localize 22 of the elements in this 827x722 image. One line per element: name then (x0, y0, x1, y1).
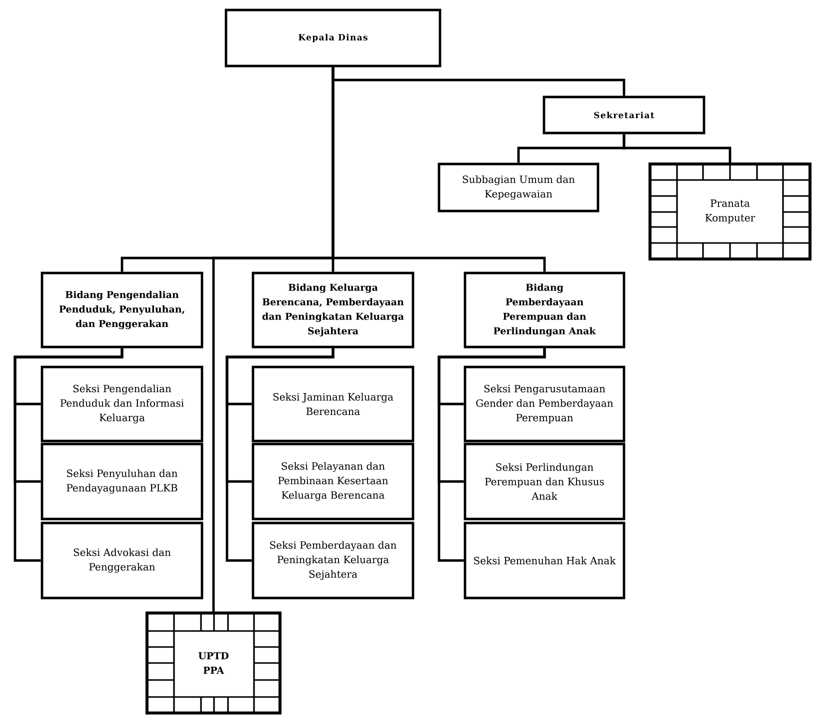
connector-line (226, 348, 334, 562)
unit-box: Subbagian Umum dan Kepegawaian (438, 162, 600, 212)
unit-box: Seksi Pengarusutamaan Gender dan Pemberdayaan Perempuan (464, 366, 626, 442)
unit-box: Seksi Pelayanan dan Pembinaan Kesertaan Keluarga Berencana (252, 442, 414, 520)
unit-box: Seksi Pengendalian Penduduk dan Informasi Keluarga (40, 366, 204, 442)
connector-line (212, 67, 334, 612)
tiled-unit-box: UPTD PPA (146, 612, 282, 714)
connector-line (14, 348, 124, 562)
unit-box: Bidang Pemberdayaan Perempuan dan Perlindungan Anak (464, 272, 626, 348)
connector-line (438, 348, 546, 562)
unit-box: Seksi Perlindungan Perempuan dan Khusus Anak (464, 442, 626, 520)
connector-line (622, 134, 732, 162)
unit-box: Seksi Jaminan Keluarga Berencana (252, 366, 414, 442)
unit-box: Seksi Pemenuhan Hak Anak (464, 522, 626, 600)
unit-box: Seksi Advokasi dan Penggerakan (40, 522, 204, 600)
unit-box: Seksi Penyuluhan dan Pendayagunaan PLKB (40, 442, 204, 520)
tiled-unit-box: Pranata Komputer (648, 162, 812, 260)
unit-box: Bidang Keluarga Berencana, Pemberdayaan dan Peningkatan Keluarga Sejahtera (252, 272, 414, 348)
unit-box: Bidang Pengendalian Penduduk, Penyuluhan, dan Penggerakan (40, 272, 204, 348)
unit-box: Sekretariat (542, 96, 706, 134)
unit-box: Kepala Dinas (224, 8, 442, 68)
unit-box: Seksi Pemberdayaan dan Peningkatan Keluarga Sejahtera (252, 522, 414, 600)
